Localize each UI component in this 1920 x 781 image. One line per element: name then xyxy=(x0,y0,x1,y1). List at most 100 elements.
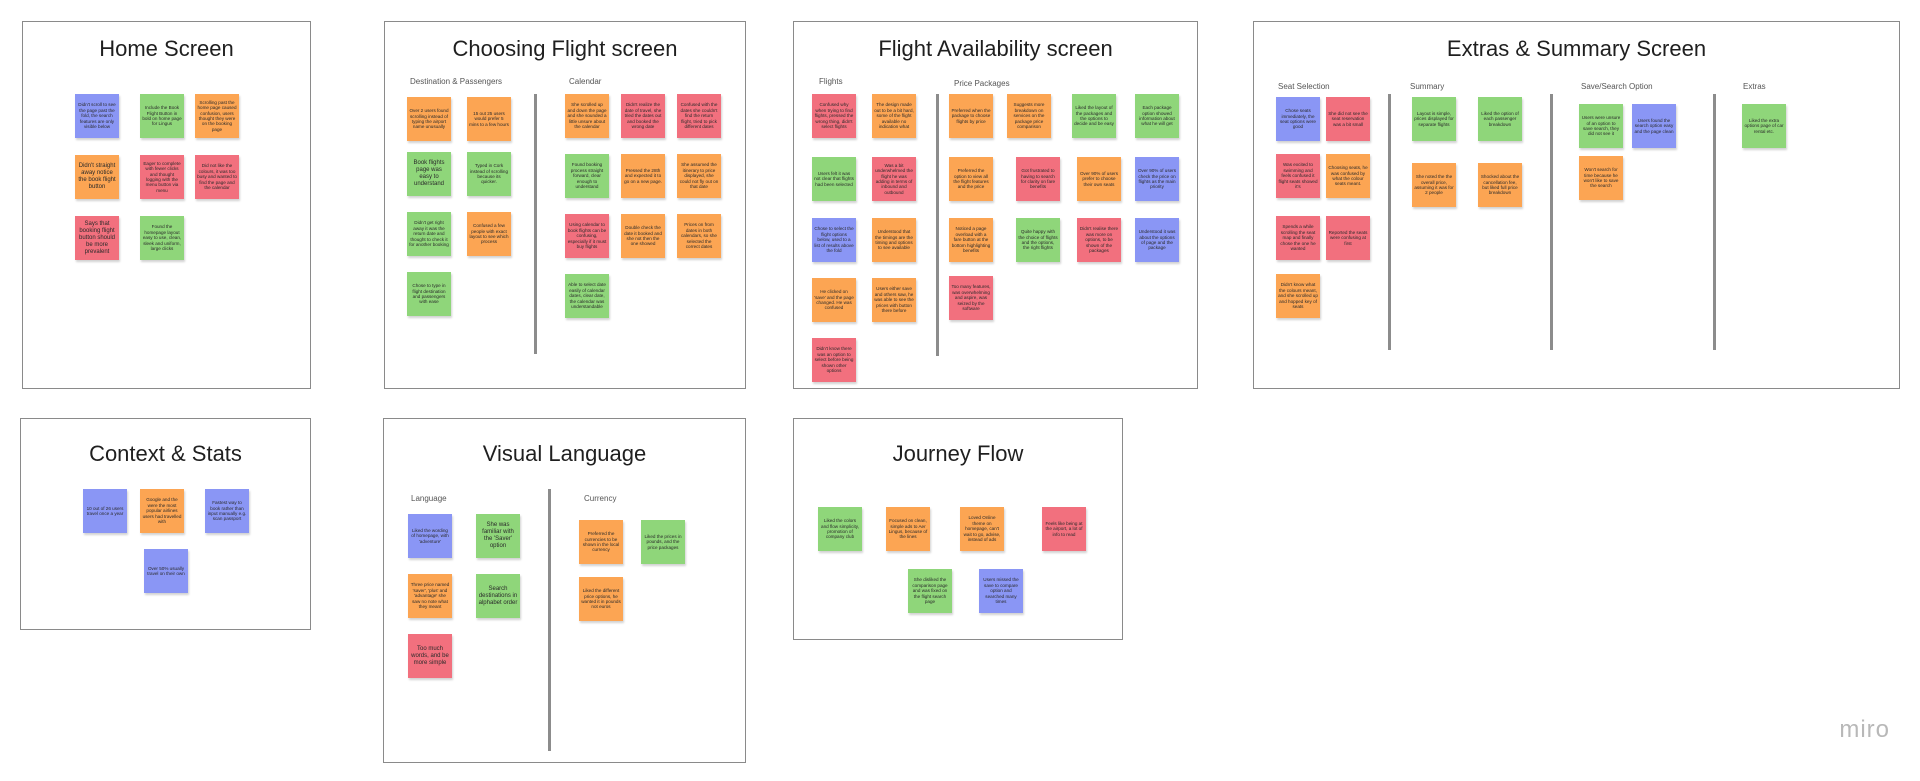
sticky-note[interactable]: 10 out of 26 users travel once a year xyxy=(83,489,127,533)
sticky-note[interactable]: She disliked the comparison page and was… xyxy=(908,569,952,613)
sticky-note[interactable]: Over 90% of users prefer to choose their… xyxy=(1077,157,1121,201)
sticky-note[interactable]: Three price named 'saver', 'plus' and 'a… xyxy=(408,574,452,618)
sticky-note[interactable]: Users found the search option easy and t… xyxy=(1632,104,1676,148)
sticky-note[interactable]: Book flights page was easy to understand xyxy=(407,152,451,196)
sticky-note[interactable]: Didn't get right away it was the return … xyxy=(407,212,451,256)
section-label: Destination & Passengers xyxy=(410,77,503,86)
frame-title: Visual Language xyxy=(482,441,647,466)
section-label: Seat Selection xyxy=(1278,82,1330,91)
sticky-note[interactable]: Eager to complete with fewer clicks and … xyxy=(140,155,184,199)
sticky-note[interactable]: Layout is simple, prices displayed for s… xyxy=(1412,97,1456,141)
sticky-note[interactable]: Users felt it was not clear that flights… xyxy=(812,157,856,201)
sticky-note[interactable]: Scrolling past the home page caused conf… xyxy=(195,94,239,138)
sticky-note[interactable]: Says that booking flight button should b… xyxy=(75,216,119,260)
sticky-note[interactable]: Choosing seats, he was confused by what … xyxy=(1326,154,1370,198)
sticky-note[interactable]: Feels like being at the airport, a lot o… xyxy=(1042,507,1086,551)
sticky-note[interactable]: Understood that the timings are the timi… xyxy=(872,218,916,262)
sticky-note[interactable]: Found the homepage layout easy to use, c… xyxy=(140,216,184,260)
frame-context-stats[interactable]: Context & Stats 10 out of 26 users trave… xyxy=(20,418,311,630)
sticky-note[interactable]: Each package option showed information a… xyxy=(1135,94,1179,138)
sticky-note[interactable]: Didn't scroll to see the page past the f… xyxy=(75,94,119,138)
sticky-note[interactable]: Didn't know there was an option to selec… xyxy=(812,338,856,382)
sticky-note[interactable]: Using calendar to book flights can be co… xyxy=(565,214,609,258)
sticky-note[interactable]: Liked the option of each passenger break… xyxy=(1478,97,1522,141)
sticky-note[interactable]: Got frustrated to having to search for c… xyxy=(1016,157,1060,201)
sticky-note[interactable]: Confused why when trying to find flights… xyxy=(812,94,856,138)
sticky-note[interactable]: Typed in Cork instead of scrolling becau… xyxy=(467,152,511,196)
frame-flight-availability[interactable]: Flight Availability screen Flights Price… xyxy=(793,21,1198,389)
sticky-note[interactable]: Preferred the currencies to be shown in … xyxy=(579,520,623,564)
sticky-note[interactable]: Understood it was about the options of p… xyxy=(1135,218,1179,262)
sticky-note[interactable]: She assumed the itinerary to price displ… xyxy=(677,154,721,198)
frame-choosing-flight[interactable]: Choosing Flight screen Destination & Pas… xyxy=(384,21,746,389)
sticky-note[interactable]: She noted the the overall price, assumin… xyxy=(1412,163,1456,207)
sticky-note[interactable]: Users either save and others saw, he was… xyxy=(872,278,916,322)
sticky-note[interactable]: Preferred the option to view all the fli… xyxy=(949,157,993,201)
sticky-note[interactable]: Chose to select the flight options below… xyxy=(812,218,856,262)
sticky-note[interactable]: Liked the colors and flow simplicity, pr… xyxy=(818,507,862,551)
section-label: Price Packages xyxy=(954,79,1010,88)
section-divider xyxy=(1713,94,1716,350)
sticky-note[interactable]: Over 90% of users check the price on fli… xyxy=(1135,157,1179,201)
sticky-note[interactable]: Liked the different price options, he wa… xyxy=(579,577,623,621)
frame-journey-flow[interactable]: Journey Flow Liked the colors and flow s… xyxy=(793,418,1123,640)
miro-logo: miro xyxy=(1839,716,1890,743)
frame-extras-summary[interactable]: Extras & Summary Screen Seat Selection S… xyxy=(1253,21,1900,389)
sticky-note[interactable]: Didn't know what the colours meant, and … xyxy=(1276,274,1320,318)
sticky-note[interactable]: Didn't straight away notice the book fli… xyxy=(75,155,119,199)
sticky-note[interactable]: She did not see the seat reservation was… xyxy=(1326,97,1370,141)
section-label: Extras xyxy=(1743,82,1766,91)
sticky-note[interactable]: Confused with the dates she couldn't fin… xyxy=(677,94,721,138)
sticky-note[interactable]: Fastest way to book rather than input ma… xyxy=(205,489,249,533)
sticky-note[interactable]: Over 2 users found scrolling instead of … xyxy=(407,97,451,141)
sticky-note[interactable]: Over 50% usually travel on their own xyxy=(144,549,188,593)
sticky-note[interactable]: He clicked on 'save' and the page change… xyxy=(812,278,856,322)
frame-visual-language[interactable]: Visual Language Language Currency Liked … xyxy=(383,418,746,763)
sticky-note[interactable]: Was excited to swimming and feels confus… xyxy=(1276,154,1320,198)
sticky-note[interactable]: Liked the extra options page of car rent… xyxy=(1742,104,1786,148)
sticky-note[interactable]: Include the Book Flight Button in bold o… xyxy=(140,94,184,138)
frame-title: Extras & Summary Screen xyxy=(1446,36,1707,61)
sticky-note[interactable]: Was a bit underwhelmed the flight he was… xyxy=(872,157,916,201)
sticky-note[interactable]: 15 out 25 users would prefer 5 mins to a… xyxy=(467,97,511,141)
sticky-note[interactable]: Double check the date it booked and she … xyxy=(621,214,665,258)
sticky-note[interactable]: Didn't realise there was more on options… xyxy=(1077,218,1121,262)
sticky-note[interactable]: Reported the seats were confusing at fir… xyxy=(1326,216,1370,260)
sticky-note[interactable]: Google and the were the most popular air… xyxy=(140,489,184,533)
sticky-note[interactable]: Did not like the colours, it was too bus… xyxy=(195,155,239,199)
sticky-note[interactable]: Users were unsure of an option to save s… xyxy=(1579,104,1623,148)
sticky-note[interactable]: Too many features, was overwhelming and … xyxy=(949,276,993,320)
sticky-note[interactable]: Focused on clean, simple ads to Aer Ling… xyxy=(886,507,930,551)
frame-home-screen[interactable]: Home Screen Didn't scroll to see the pag… xyxy=(22,21,311,389)
section-label: Summary xyxy=(1410,82,1445,91)
sticky-note[interactable]: Prices on from dates in both calendars, … xyxy=(677,214,721,258)
sticky-note[interactable]: The design made out to be a bit hard, so… xyxy=(872,94,916,138)
sticky-note[interactable]: Loved Online theme on homepage, can't wa… xyxy=(960,507,1004,551)
sticky-note[interactable]: Chose seats immediately, the seat option… xyxy=(1276,97,1320,141)
sticky-note[interactable]: Spends a while scrolling the seat map an… xyxy=(1276,216,1320,260)
sticky-note[interactable]: Noticed a page overload with a fare butt… xyxy=(949,218,993,262)
frame-title: Journey Flow xyxy=(892,441,1024,466)
sticky-note[interactable]: Won't search for time because he won't l… xyxy=(1579,156,1623,200)
section-label: Calendar xyxy=(569,77,602,86)
sticky-note[interactable]: Found booking process straight forward, … xyxy=(565,154,609,198)
sticky-note[interactable]: Able to select date easily of calendar d… xyxy=(565,274,609,318)
sticky-note[interactable]: Confused a few people with exact layout … xyxy=(467,212,511,256)
sticky-note[interactable]: Pressed the 28th and expected it to go o… xyxy=(621,154,665,198)
sticky-note[interactable]: Didn't realize the date of travel, she t… xyxy=(621,94,665,138)
sticky-note[interactable]: Quite happy with the choice of flights a… xyxy=(1016,218,1060,262)
section-label: Save/Search Option xyxy=(1581,82,1653,91)
sticky-note[interactable]: Users missed the save to compare option … xyxy=(979,569,1023,613)
sticky-note[interactable]: Shocked about the cancellation fee, but … xyxy=(1478,163,1522,207)
sticky-note[interactable]: Search destinations in alphabet order xyxy=(476,574,520,618)
sticky-note[interactable]: Preferred when the package to choose fli… xyxy=(949,94,993,138)
section-label: Currency xyxy=(584,494,617,503)
sticky-note[interactable]: Liked the prices in pounds, and the pric… xyxy=(641,520,685,564)
sticky-note[interactable]: Too much words, and be more simple xyxy=(408,634,452,678)
sticky-note[interactable]: Suggests more breakdown on services on t… xyxy=(1007,94,1051,138)
sticky-note[interactable]: She scrolled up and down the page and sh… xyxy=(565,94,609,138)
sticky-note[interactable]: Liked the wording of homepage, with 'adv… xyxy=(408,514,452,558)
sticky-note[interactable]: She was familiar with the 'Saver' option xyxy=(476,514,520,558)
sticky-note[interactable]: Liked the layout of the packages and the… xyxy=(1072,94,1116,138)
sticky-note[interactable]: Chose to type in flight destination and … xyxy=(407,272,451,316)
